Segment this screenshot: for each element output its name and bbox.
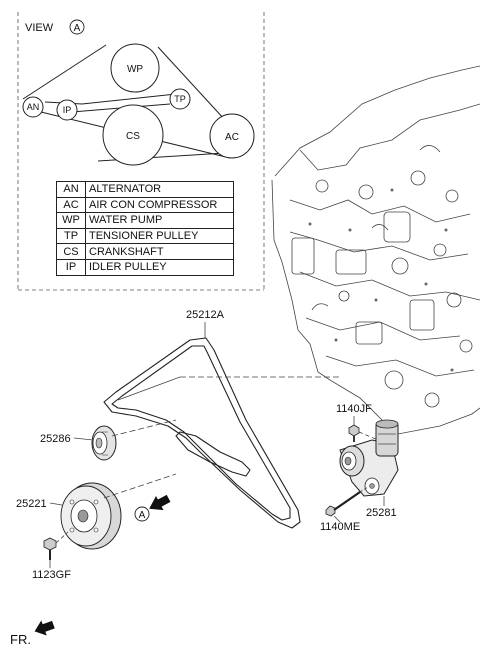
pulley-bolt-part (43, 531, 69, 560)
view-ref-circle (69, 19, 85, 35)
part-belt-label: 25212A (186, 309, 225, 321)
pulley-an-label: AN (27, 102, 40, 112)
tensioner-part (339, 419, 399, 497)
crank-pulley-part (60, 482, 122, 550)
view-marker-circle (134, 506, 150, 522)
legend-name: WATER PUMP (85, 212, 234, 229)
legend-name: AIR CON COMPRESSOR (85, 196, 234, 214)
crank-pulley-leader (49, 502, 63, 506)
legend-code: TP (56, 227, 86, 245)
idler-axis-line (111, 419, 177, 437)
legend-row: CS CRANKSHAFT (56, 243, 234, 260)
engine-block-dots (308, 188, 454, 372)
legend-name: ALTERNATOR (85, 181, 234, 198)
idler-leader (73, 437, 94, 441)
view-ref: A (74, 23, 81, 34)
view-a-arrow (149, 494, 171, 511)
part-bolt-label: 1123GF (32, 569, 71, 581)
legend-code: CS (56, 243, 86, 260)
part-bolt-top-label: 1140JF (336, 403, 372, 415)
drive-belt (103, 337, 301, 529)
pulley-ip-label: IP (63, 105, 72, 115)
direction-label: FR. (10, 632, 31, 647)
crank-axis-line (103, 473, 177, 499)
bolt-bottom-leader (333, 515, 341, 523)
pulley-wp-label: WP (127, 64, 143, 75)
pulley-ac-label: AC (225, 132, 239, 143)
pulley-legend-table: AN ALTERNATOR AC AIR CON COMPRESSOR WP W… (56, 181, 234, 276)
legend-row: AN ALTERNATOR (56, 181, 234, 198)
belt-leader-lines (117, 322, 340, 401)
legend-code: AN (56, 181, 86, 198)
pulley-wp (110, 43, 160, 93)
view-label: VIEW (25, 22, 54, 34)
legend-name: TENSIONER PULLEY (85, 227, 234, 245)
pulley-tp (169, 88, 191, 110)
tensioner-bolt-top (348, 424, 379, 442)
part-pulley-label: 25221 (16, 498, 47, 510)
legend-code: IP (56, 258, 86, 276)
part-tensioner-label: 25281 (366, 507, 397, 519)
pulley-ip (56, 99, 78, 121)
part-idler-label: 25286 (40, 433, 71, 445)
legend-row: IP IDLER PULLEY (56, 258, 234, 276)
pulley-an (22, 96, 44, 118)
legend-code: AC (56, 196, 86, 214)
idler-pulley-part (91, 425, 117, 461)
tensioner-bolt-bottom (325, 486, 369, 517)
view-marker-text: A (139, 510, 146, 521)
pulley-ac (209, 113, 255, 159)
view-a-frame (17, 12, 265, 291)
legend-row: WP WATER PUMP (56, 212, 234, 229)
pulley-cs-label: CS (126, 131, 140, 142)
front-arrow-icon (34, 620, 55, 636)
part-bolt-bottom-label: 1140ME (320, 521, 360, 533)
legend-row: AC AIR CON COMPRESSOR (56, 196, 234, 214)
legend-code: WP (56, 212, 86, 229)
engine-block-illustration (271, 65, 480, 435)
legend-name: CRANKSHAFT (85, 243, 234, 260)
legend-row: TP TENSIONER PULLEY (56, 227, 234, 245)
pulley-tp-label: TP (174, 94, 186, 104)
legend-name: IDLER PULLEY (85, 258, 234, 276)
pulley-cs (102, 104, 164, 166)
